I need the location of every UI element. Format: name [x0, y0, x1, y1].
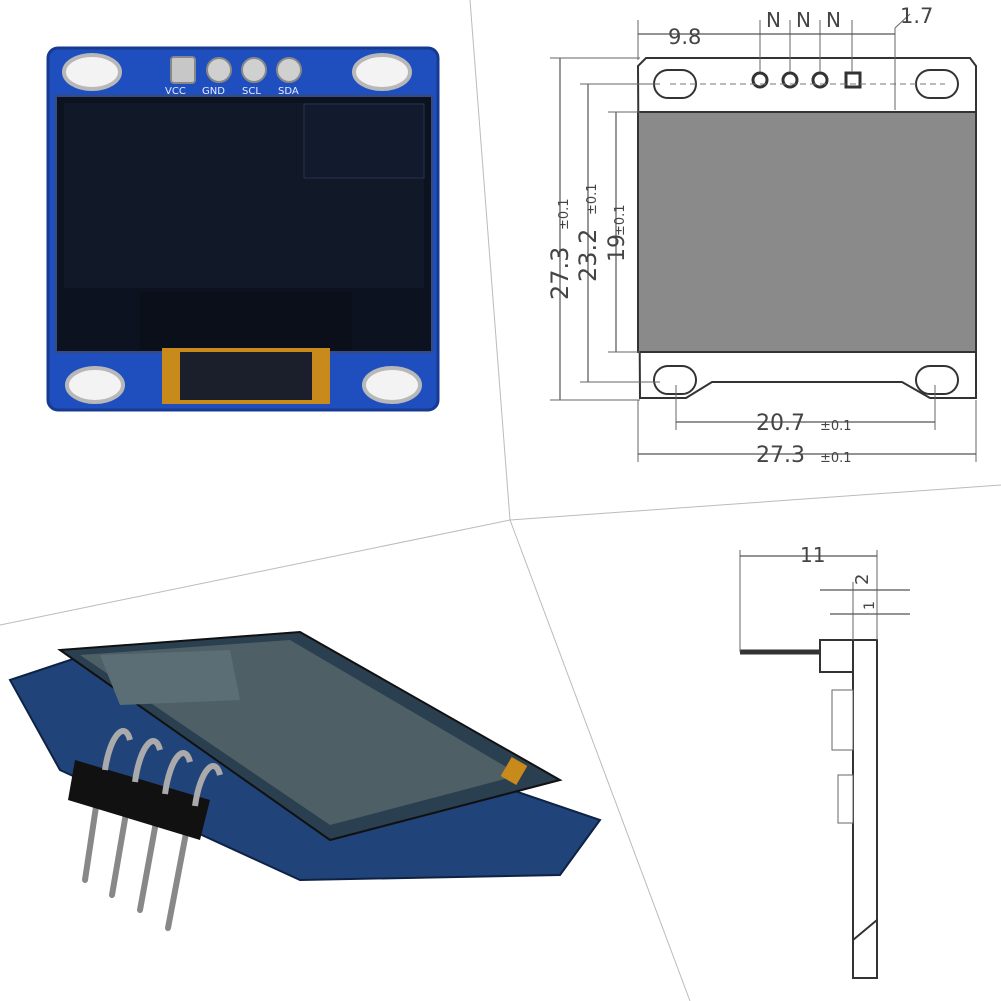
dim-b: 1: [862, 601, 878, 610]
dim-height-display: 19: [605, 234, 630, 262]
pin-label-gnd: GND: [202, 86, 225, 97]
dim-right-margin: 1.7: [900, 4, 933, 28]
dim-pitch-3: N: [826, 8, 841, 32]
pin-loops: [102, 728, 223, 807]
dim-width-overall-tol: ±0.1: [820, 451, 852, 466]
mounting-hole-br: [362, 366, 422, 404]
pin-header-top: [170, 56, 302, 84]
dim-height-overall-tol: ±0.1: [557, 198, 572, 230]
mounting-hole-tl: [62, 53, 122, 91]
pin-label-scl: SCL: [242, 86, 261, 97]
mounting-hole-tr: [352, 53, 412, 91]
dim-height-overall: 27.3: [546, 247, 574, 300]
dim-height-display-tol: ±0.1: [613, 204, 628, 236]
dim-width-holes-tol: ±0.1: [820, 419, 852, 434]
display-area: [637, 111, 977, 353]
dim-width-overall: 27.3: [756, 443, 805, 468]
dim-height-holes-tol: ±0.1: [585, 183, 600, 215]
pin-body-side: [819, 639, 854, 673]
front-dimension-drawing: 9.8 N N N 1.7 27.3 ±0.1 23.2 ±0.1 19 ±0.…: [546, 4, 977, 468]
dim-height-holes: 23.2: [574, 229, 602, 282]
pin-label-vcc: VCC: [165, 86, 186, 97]
dim-pitch-1: N: [766, 8, 781, 32]
side-profile-drawing: 11 2 1: [739, 543, 910, 979]
pcb-side: [852, 639, 878, 979]
dim-left-offset: 9.8: [668, 25, 701, 49]
dim-pitch-2: N: [796, 8, 811, 32]
module-photo-top: VCC GND SCL SDA: [46, 46, 440, 412]
dim-width-holes: 20.7: [756, 411, 805, 436]
mounting-hole-bl: [65, 366, 125, 404]
dim-pin-length: 11: [800, 543, 825, 567]
module-photo-angled: [8, 630, 602, 931]
dim-a: 2: [852, 574, 873, 585]
pin-label-sda: SDA: [278, 86, 299, 97]
